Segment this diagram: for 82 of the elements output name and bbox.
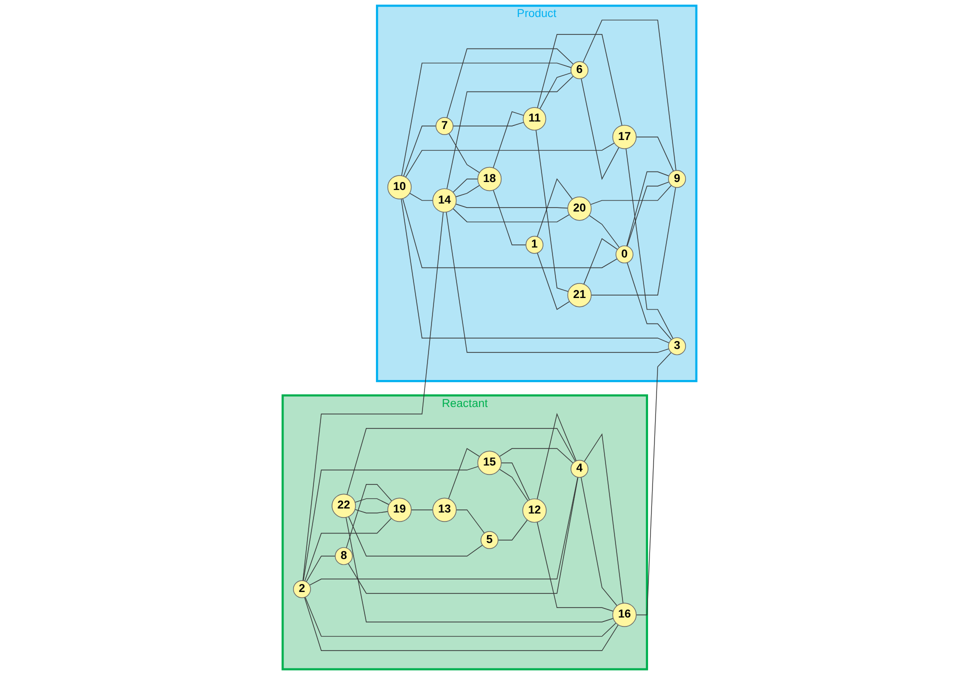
connector — [346, 428, 576, 495]
connector — [455, 184, 480, 198]
connector — [537, 34, 622, 126]
connector — [354, 509, 388, 514]
connector — [582, 20, 676, 171]
connector — [540, 72, 572, 110]
node-circle: 14 — [432, 188, 457, 213]
node-circle: 7 — [436, 117, 454, 135]
connector — [536, 412, 577, 500]
connector — [499, 468, 528, 502]
connector — [536, 130, 569, 292]
connector — [448, 133, 480, 173]
node-circle: 21 — [567, 283, 592, 308]
node-circle: 0 — [616, 245, 634, 264]
node-circle: 22 — [332, 494, 356, 518]
connector — [348, 516, 483, 556]
connector — [304, 596, 616, 637]
node-circle: 17 — [612, 124, 637, 150]
connector — [584, 433, 624, 604]
connector — [590, 187, 676, 296]
node-circle: 13 — [432, 498, 457, 522]
node-circle: 11 — [522, 107, 546, 131]
node-circle: 18 — [477, 166, 502, 192]
connector — [455, 204, 568, 208]
connector — [401, 62, 572, 176]
connector — [452, 178, 478, 193]
connector — [626, 262, 672, 340]
connector — [492, 111, 524, 168]
node-circle: 4 — [570, 460, 588, 478]
connector — [446, 76, 574, 190]
connector — [400, 198, 670, 344]
connector — [306, 556, 336, 582]
connector — [402, 198, 618, 268]
node-circle: 20 — [567, 196, 592, 221]
connector — [446, 212, 670, 353]
connector — [405, 142, 615, 178]
connector — [588, 214, 620, 248]
node-circle: 1 — [526, 236, 544, 254]
connector — [302, 212, 444, 582]
node-circle: 12 — [522, 498, 547, 523]
node-circle: 10 — [387, 175, 412, 200]
connector — [309, 476, 578, 586]
connector — [456, 509, 485, 534]
connector — [536, 252, 570, 310]
connector — [410, 509, 434, 510]
node-circle: 8 — [334, 547, 353, 566]
connector — [409, 192, 434, 201]
node-circle: 9 — [668, 170, 686, 188]
connector — [590, 184, 672, 205]
node-circle: 2 — [293, 580, 311, 598]
node-circle: 15 — [477, 450, 502, 475]
node-circle: 3 — [668, 337, 686, 356]
connector — [626, 148, 674, 340]
node-circle: 16 — [612, 602, 637, 627]
connector — [536, 522, 614, 612]
connector — [302, 466, 479, 582]
node-circle: 5 — [480, 531, 498, 550]
connector — [636, 352, 672, 616]
connector — [452, 122, 524, 126]
connector — [346, 484, 392, 548]
connector — [304, 596, 619, 652]
connector — [348, 476, 578, 594]
connector — [448, 448, 480, 500]
connector — [304, 518, 392, 582]
connector — [403, 126, 436, 177]
connector — [452, 208, 570, 222]
connector — [499, 448, 574, 464]
node-circle: 19 — [387, 498, 412, 522]
connector — [580, 476, 618, 606]
connector — [626, 171, 670, 246]
connector — [580, 78, 620, 180]
connector — [500, 462, 530, 500]
connector — [446, 48, 574, 118]
connector — [636, 136, 674, 172]
connector — [354, 498, 390, 505]
connector — [626, 182, 670, 247]
connector — [498, 520, 528, 540]
connector — [346, 517, 614, 622]
connector — [492, 190, 526, 246]
connector — [536, 178, 573, 238]
node-circle: 6 — [570, 61, 588, 80]
connector — [583, 238, 618, 285]
